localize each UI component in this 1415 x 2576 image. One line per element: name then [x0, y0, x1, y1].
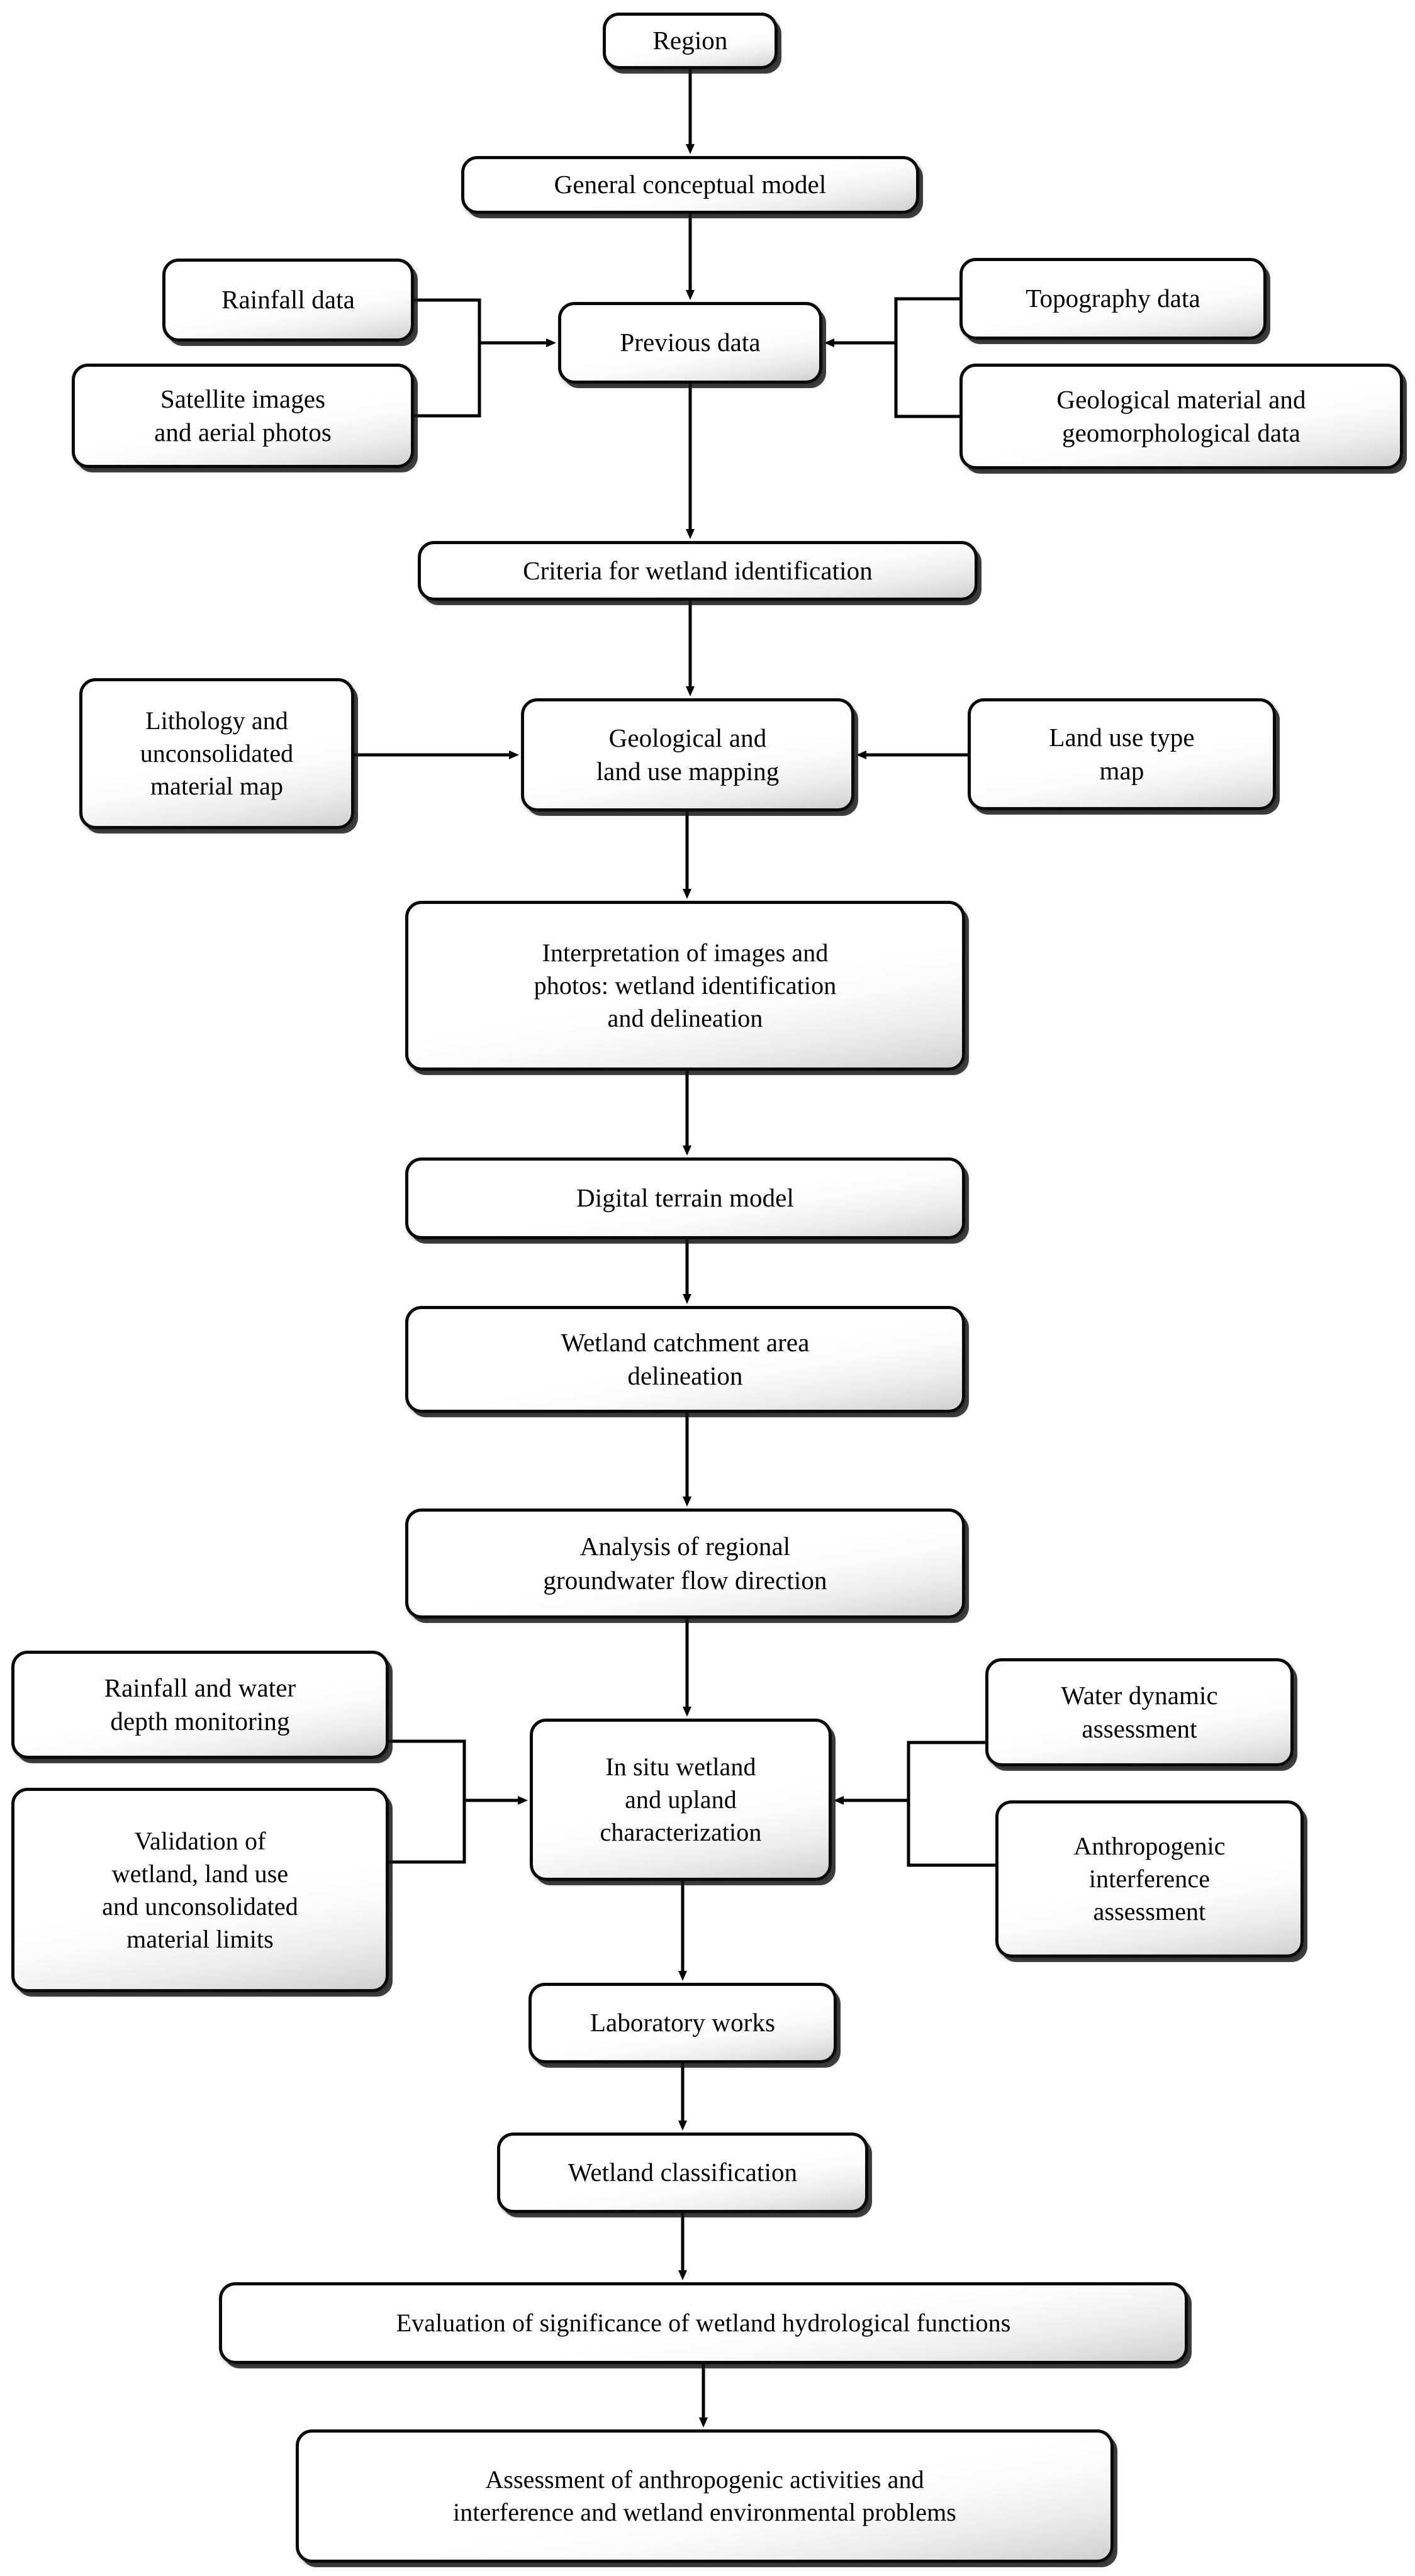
flow-node-lab[interactable]: Laboratory works — [529, 1983, 837, 2063]
flow-node-rainwater[interactable]: Rainfall and water depth monitoring — [11, 1651, 389, 1759]
flow-node-label: General conceptual model — [554, 170, 827, 199]
flow-node-label: Land use type map — [1049, 722, 1195, 785]
flow-node-label: Satellite images and aerial photos — [154, 384, 332, 447]
flow-node-anthrop[interactable]: Anthropogenic interference assessment — [995, 1800, 1304, 1958]
flow-node-label: Previous data — [620, 328, 761, 357]
flow-node-region[interactable]: Region — [603, 13, 778, 69]
flow-node-label: Rainfall data — [221, 285, 355, 315]
flow-node-label: Geological and land use mapping — [596, 723, 780, 786]
flow-node-label: Assessment of anthropogenic activities a… — [453, 2465, 956, 2526]
flow-node-label: Criteria for wetland identification — [523, 555, 873, 585]
flow-node-landusetype[interactable]: Land use type map — [968, 698, 1276, 810]
flow-node-criteria[interactable]: Criteria for wetland identification — [418, 541, 978, 601]
flow-node-dtm[interactable]: Digital terrain model — [405, 1157, 965, 1239]
flow-node-label: Topography data — [1026, 284, 1200, 313]
flow-node-concept[interactable]: General conceptual model — [461, 156, 919, 214]
flow-node-waterdyn[interactable]: Water dynamic assessment — [985, 1658, 1294, 1766]
flow-node-label: In situ wetland and upland characterizat… — [600, 1753, 762, 1846]
flow-node-geomapping[interactable]: Geological and land use mapping — [521, 698, 854, 811]
flow-node-evaluation[interactable]: Evaluation of significance of wetland hy… — [219, 2282, 1188, 2364]
flow-node-label: Validation of wetland, land use and unco… — [102, 1826, 298, 1953]
flow-node-satellite[interactable]: Satellite images and aerial photos — [72, 364, 414, 468]
flow-node-label: Geological material and geomorphological… — [1056, 384, 1306, 447]
flow-node-label: Anthropogenic interference assessment — [1073, 1832, 1226, 1926]
flow-node-rainfall[interactable]: Rainfall data — [162, 259, 414, 342]
flow-node-assessment[interactable]: Assessment of anthropogenic activities a… — [296, 2429, 1114, 2563]
flow-node-label: Analysis of regional groundwater flow di… — [543, 1532, 827, 1595]
flow-node-label: Digital terrain model — [576, 1183, 794, 1213]
flow-node-catchment[interactable]: Wetland catchment area delineation — [405, 1306, 965, 1413]
flow-node-previous[interactable]: Previous data — [558, 302, 822, 384]
flow-node-validation[interactable]: Validation of wetland, land use and unco… — [11, 1788, 389, 1992]
flow-node-label: Evaluation of significance of wetland hy… — [396, 2309, 1011, 2337]
flow-node-label: Wetland classification — [568, 2158, 798, 2187]
flow-node-label: Region — [652, 26, 728, 55]
flow-node-insitu[interactable]: In situ wetland and upland characterizat… — [530, 1719, 832, 1881]
flow-node-label: Laboratory works — [590, 2008, 776, 2038]
flow-node-label: Water dynamic assessment — [1061, 1680, 1218, 1743]
flow-node-lithology[interactable]: Lithology and unconsolidated material ma… — [79, 678, 354, 829]
flow-node-classif[interactable]: Wetland classification — [497, 2133, 868, 2213]
flow-node-label: Wetland catchment area delineation — [561, 1327, 810, 1390]
flow-node-interpret[interactable]: Interpretation of images and photos: wet… — [405, 901, 965, 1071]
flow-node-label: Rainfall and water depth monitoring — [104, 1673, 296, 1736]
flow-node-label: Lithology and unconsolidated material ma… — [140, 706, 294, 800]
flow-node-groundwater[interactable]: Analysis of regional groundwater flow di… — [405, 1508, 965, 1619]
flow-node-label: Interpretation of images and photos: wet… — [534, 939, 837, 1032]
flow-node-geomaterial[interactable]: Geological material and geomorphological… — [959, 364, 1403, 469]
flow-node-topography[interactable]: Topography data — [959, 258, 1267, 340]
